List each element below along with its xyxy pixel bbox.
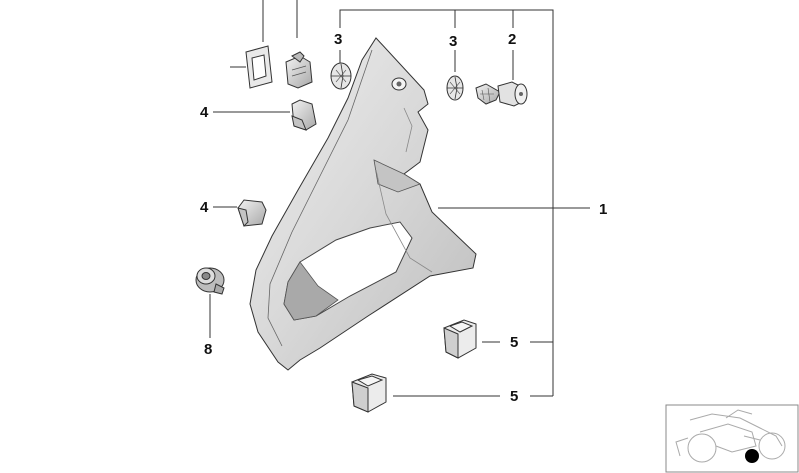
location-marker-icon [745,449,759,463]
callout-part-1: 1 [599,201,607,218]
leader-lines [209,0,590,397]
motorcycle-silhouette-icon [675,409,786,463]
callout-part-3b: 3 [449,33,457,50]
callout-part-2: 2 [508,31,516,48]
clip-part-4a [291,99,317,131]
locator-thumbnail [665,404,799,473]
grommet-part-8 [195,267,225,295]
callout-part-4b: 4 [200,199,209,216]
clip-part-5b [351,373,387,413]
callout-part-4a: 4 [200,104,209,121]
callout-part-8: 8 [204,341,212,358]
push-nut-part-3b [446,75,464,101]
screw-part-2 [475,81,528,107]
trim-panel-part-1 [249,37,477,371]
spring-clip [285,51,313,89]
square-clip [245,45,273,89]
callout-part-5a: 5 [510,334,518,351]
callout-part-5b: 5 [510,388,518,405]
push-nut-part-3a [330,62,352,90]
callout-part-3a: 3 [334,31,342,48]
clip-part-4b [237,199,267,227]
clip-part-5a [443,319,477,359]
